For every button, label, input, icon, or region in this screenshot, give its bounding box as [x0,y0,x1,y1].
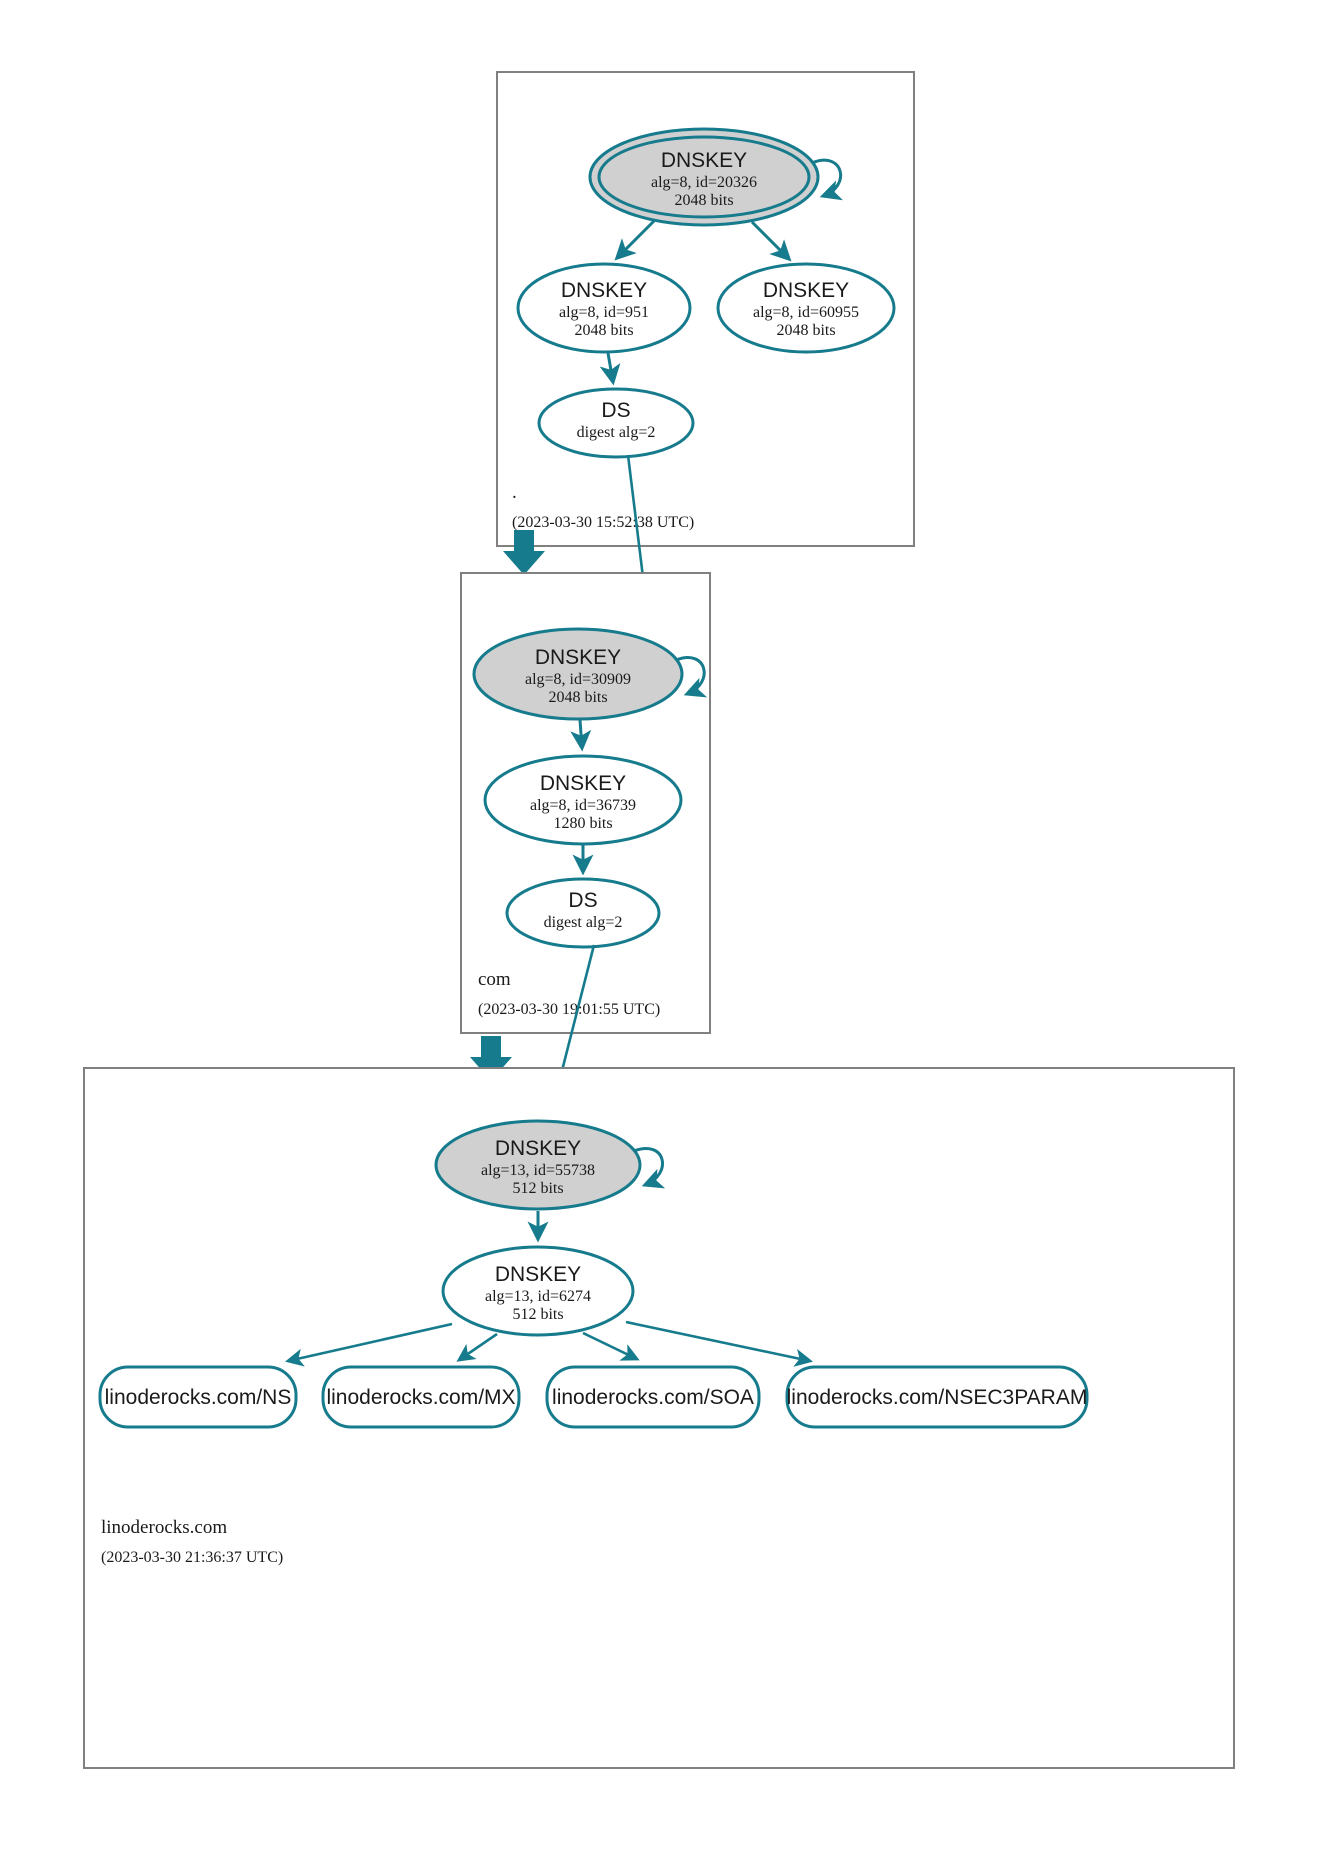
com-ksk-self-sign-loop [675,656,708,698]
root-zsk-60955-ellipse [716,262,896,354]
rrset-soa-box [545,1365,761,1429]
com-zsk-title: DNSKEY [540,772,626,795]
node-com-zsk[interactable]: DNSKEY alg=8, id=36739 1280 bits [483,754,683,846]
edge-com-ksk-to-zsk [570,719,592,752]
zone-com-label: com [478,969,511,990]
lr-ksk-self-sign-loop [633,1147,666,1189]
lr-ksk-ellipse [434,1119,642,1211]
root-zsk-951-size: 2048 bits [574,322,633,339]
root-zsk-951-params: alg=8, id=951 [559,304,649,321]
rrset-ns[interactable]: linoderocks.com/NS [98,1365,298,1429]
com-ds-ellipse [505,877,661,949]
root-ksk-params: alg=8, id=20326 [651,174,757,191]
lr-zsk-params: alg=13, id=6274 [485,1288,591,1305]
rrset-nsec3param-label: linoderocks.com/NSEC3PARAM [787,1386,1088,1409]
root-ds-ellipse [537,387,695,459]
delegation-root-to-com [503,530,545,575]
edge-root-ksk-to-zsk60955 [750,220,792,262]
zone-linoderocks: DNSKEY alg=13, id=55738 512 bits DNSKEY … [83,1067,1235,1769]
node-root-zsk-60955[interactable]: DNSKEY alg=8, id=60955 2048 bits [716,262,896,354]
com-zsk-ellipse [483,754,683,846]
node-root-zsk-951[interactable]: DNSKEY alg=8, id=951 2048 bits [516,262,692,354]
root-ds-title: DS [601,399,630,422]
node-root-ksk[interactable]: DNSKEY alg=8, id=20326 2048 bits [588,127,843,227]
root-ds-params: digest alg=2 [577,424,656,441]
rrset-nsec3param[interactable]: linoderocks.com/NSEC3PARAM [785,1365,1089,1429]
com-ksk-title: DNSKEY [535,646,621,669]
edge-lr-zsk-to-mx [456,1332,498,1362]
root-zsk-951-title: DNSKEY [561,279,647,302]
rrset-mx-label: linoderocks.com/MX [326,1386,515,1409]
root-ksk-size: 2048 bits [674,192,733,209]
lr-ksk-size: 512 bits [512,1180,563,1197]
edge-lr-zsk-to-nsec3param [625,1320,813,1367]
rrset-ns-label: linoderocks.com/NS [105,1386,292,1409]
com-ksk-ellipse [472,627,684,721]
lr-ksk-params: alg=13, id=55738 [481,1162,595,1179]
zone-linoderocks-timestamp: (2023-03-30 21:36:37 UTC) [101,1549,283,1566]
edge-root-zsk951-to-ds [599,352,621,386]
edge-root-ksk-to-zsk951 [614,219,656,261]
zone-com: DNSKEY alg=8, id=30909 2048 bits DNSKEY … [460,572,711,1034]
rrset-ns-box [98,1365,298,1429]
lr-zsk-title: DNSKEY [495,1263,581,1286]
com-ksk-params: alg=8, id=30909 [525,671,631,688]
lr-zsk-size: 512 bits [512,1306,563,1323]
rrset-nsec3param-box [785,1365,1089,1429]
rrset-mx[interactable]: linoderocks.com/MX [321,1365,521,1429]
root-ksk-ellipse-inner [597,135,811,219]
node-com-ksk[interactable]: DNSKEY alg=8, id=30909 2048 bits [472,627,708,721]
node-com-ds[interactable]: DS digest alg=2 [505,877,661,949]
root-ksk-ellipse-outer [588,127,820,227]
edge-lr-zsk-to-soa [582,1331,640,1361]
zone-root: DNSKEY alg=8, id=20326 2048 bits DNSKEY … [496,71,915,547]
zone-root-timestamp: (2023-03-30 15:52:38 UTC) [512,514,694,531]
delegation-com-to-linoderocks [470,1036,512,1081]
node-lr-zsk[interactable]: DNSKEY alg=13, id=6274 512 bits [441,1245,635,1337]
zone-root-label: . [512,482,517,503]
com-zsk-size: 1280 bits [553,815,612,832]
node-lr-ksk[interactable]: DNSKEY alg=13, id=55738 512 bits [434,1119,666,1211]
rrset-soa-label: linoderocks.com/SOA [552,1386,754,1409]
root-zsk-60955-size: 2048 bits [776,322,835,339]
rrset-soa[interactable]: linoderocks.com/SOA [545,1365,761,1429]
lr-zsk-ellipse [441,1245,635,1337]
com-zsk-params: alg=8, id=36739 [530,797,636,814]
node-root-ds[interactable]: DS digest alg=2 [537,387,695,459]
lr-ksk-title: DNSKEY [495,1137,581,1160]
root-ksk-title: DNSKEY [661,149,747,172]
com-ds-params: digest alg=2 [544,914,623,931]
root-zsk-951-ellipse [516,262,692,354]
rrset-mx-box [321,1365,521,1429]
root-ksk-self-sign-loop [811,158,843,201]
zone-com-timestamp: (2023-03-30 19:01:55 UTC) [478,1001,660,1018]
root-zsk-60955-title: DNSKEY [763,279,849,302]
edge-lr-zsk-to-ns [285,1322,453,1367]
root-zsk-60955-params: alg=8, id=60955 [753,304,859,321]
com-ds-title: DS [568,889,597,912]
zone-linoderocks-label: linoderocks.com [101,1517,227,1538]
com-ksk-size: 2048 bits [548,689,607,706]
